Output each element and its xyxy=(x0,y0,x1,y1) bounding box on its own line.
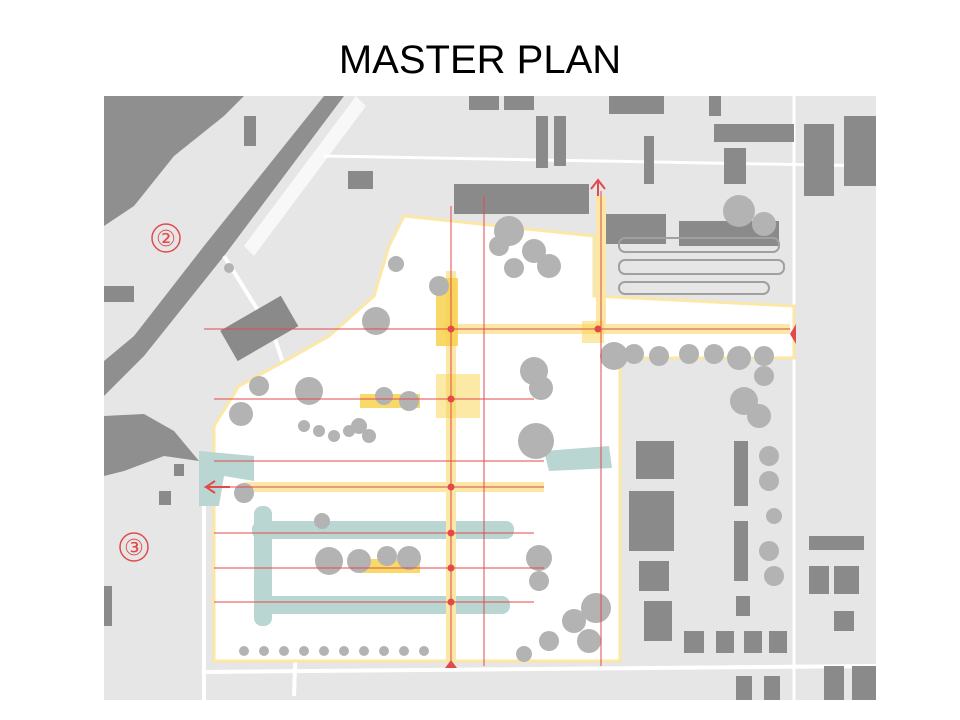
trees xyxy=(224,195,784,662)
district-label-2: ② xyxy=(151,223,181,253)
river-area xyxy=(104,96,244,226)
district-label-2-text: ② xyxy=(156,227,176,252)
axis-lines xyxy=(204,191,790,666)
district-label-3: ③ xyxy=(119,532,149,562)
parking-lot xyxy=(618,237,785,295)
river-lower xyxy=(104,414,199,476)
axis-nodes xyxy=(447,325,602,606)
road-south xyxy=(203,664,876,674)
master-plan-map: ② ③ xyxy=(104,96,876,700)
railway-line xyxy=(244,96,366,256)
slide-title: MASTER PLAN xyxy=(338,38,622,82)
direction-arrows xyxy=(204,178,796,668)
road-north xyxy=(323,154,876,168)
district-label-3-text: ③ xyxy=(124,536,144,561)
river-band xyxy=(104,96,344,396)
buildings xyxy=(104,96,876,700)
